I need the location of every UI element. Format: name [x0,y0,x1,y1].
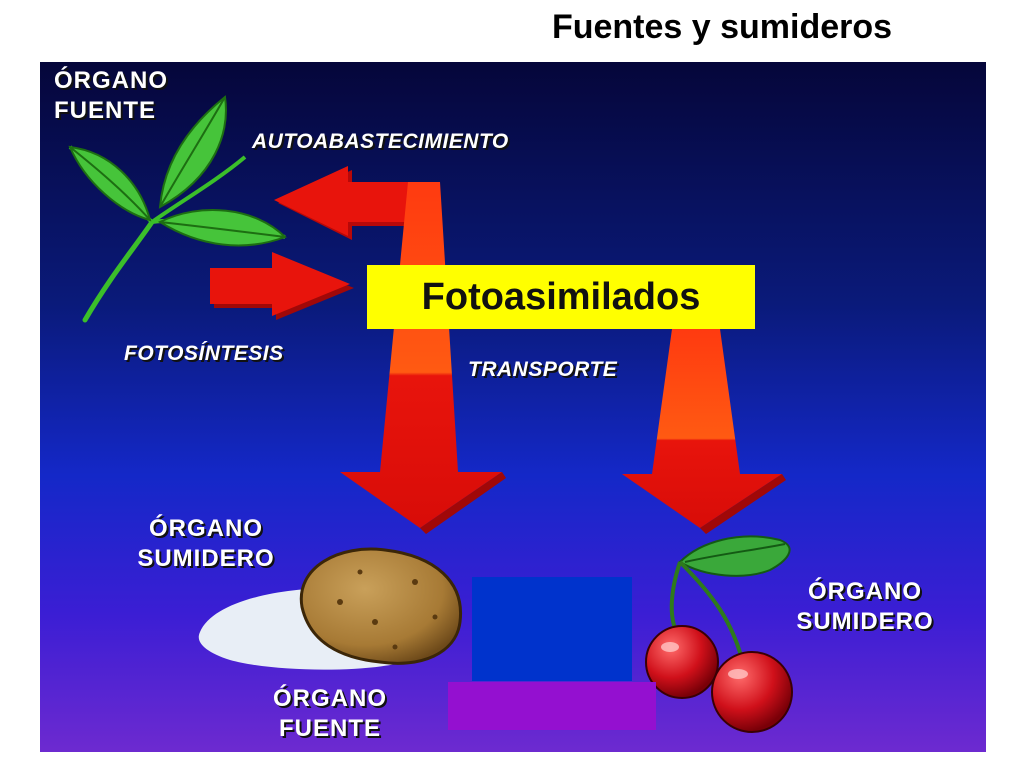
label-organo-sumidero-left: ÓRGANO SUMIDERO [137,515,275,572]
leaf-icon [68,95,287,323]
fotosintesis-arrow [210,252,354,320]
autoabastecimiento-arrow [274,166,412,240]
label-fotosintesis: FOTOSÍNTESIS [124,342,284,365]
potato-icon [198,547,463,670]
label-organo-sumidero-right: ÓRGANO SUMIDERO [796,578,934,635]
fotoasimilados-box: Fotoasimilados [367,265,755,329]
label-fotoasimilados: Fotoasimilados [421,275,701,318]
transport-arrow-right [622,329,786,534]
label-organo-fuente-top: ÓRGANO FUENTE [54,67,168,124]
label-organo-fuente-bottom: ÓRGANO FUENTE [273,685,387,742]
blank-box-purple [448,682,656,730]
slide-title: Fuentes y sumideros [551,8,893,46]
transport-arrow-left [340,182,506,534]
label-autoabastecimiento: AUTOABASTECIMIENTO [252,130,509,153]
cherries-icon [645,535,793,733]
diagram-panel: ÓRGANO FUENTE AUTOABASTECIMIENTO Fotoasi… [40,62,986,752]
diagram-artwork [68,95,793,733]
label-transporte: TRANSPORTE [468,358,618,381]
blank-box-blue [472,577,632,681]
